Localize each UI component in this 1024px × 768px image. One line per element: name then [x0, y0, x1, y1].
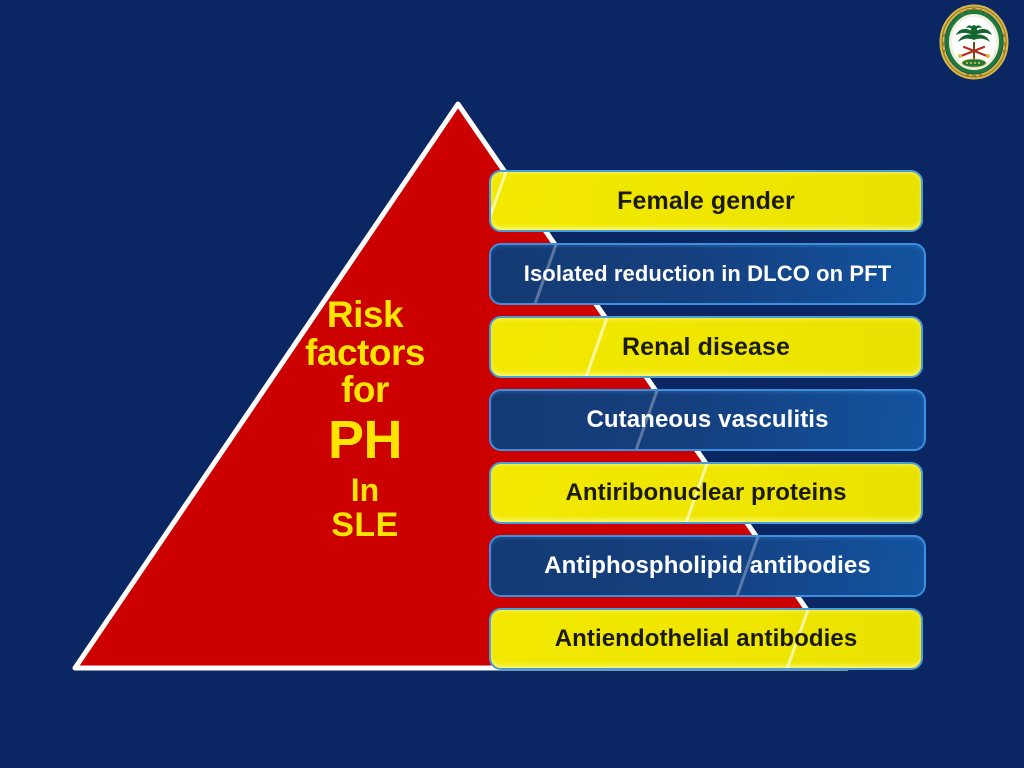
institutional-emblem: [936, 4, 1012, 80]
pyramid-edge-streak: [572, 318, 619, 376]
risk-factor-label: Antiphospholipid antibodies: [544, 552, 871, 579]
risk-factor-box: Cutaneous vasculitis: [489, 389, 926, 451]
risk-factor-label: Renal disease: [621, 332, 791, 361]
risk-factor-box: Isolated reduction in DLCO on PFT: [489, 243, 926, 305]
risk-factor-label: Cutaneous vasculitis: [586, 406, 829, 433]
emblem-icon: [939, 4, 1009, 80]
risk-factor-box: Antiphospholipid antibodies: [489, 535, 926, 597]
risk-factor-box: Renal disease: [489, 316, 923, 378]
risk-factor-label: Antiendothelial antibodies: [554, 625, 858, 652]
pyramid-edge-streak: [491, 172, 518, 230]
risk-factor-box: Antiribonuclear proteins: [489, 462, 923, 524]
risk-factor-label: Antiribonuclear proteins: [565, 479, 847, 506]
risk-factor-label: Female gender: [617, 186, 795, 215]
risk-factor-label: Isolated reduction in DLCO on PFT: [523, 261, 892, 286]
pyramid-shape: [72, 101, 850, 671]
risk-factor-box: Female gender: [489, 170, 923, 232]
risk-factor-box: Antiendothelial antibodies: [489, 608, 923, 670]
